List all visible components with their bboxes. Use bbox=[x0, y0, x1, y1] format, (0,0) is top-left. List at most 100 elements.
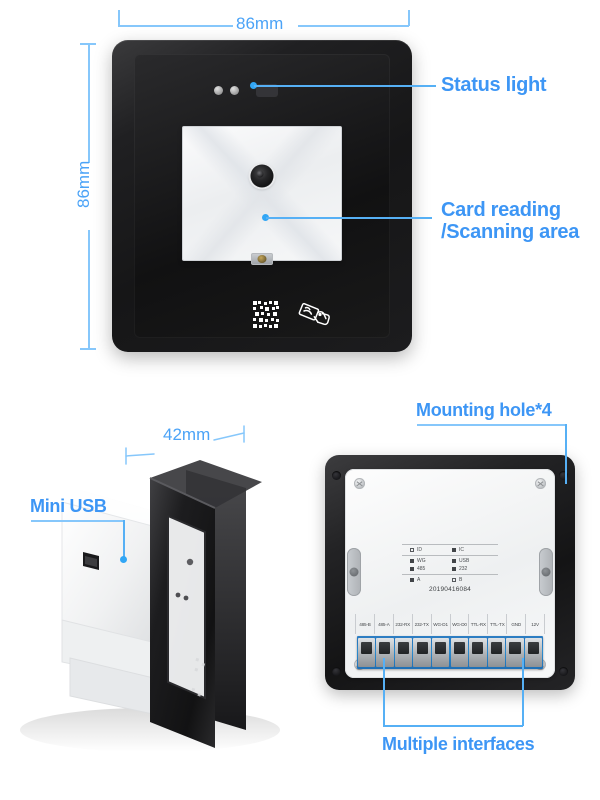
terminal-screw-3 bbox=[413, 638, 431, 667]
callout-mounting-hole: Mounting hole*4 bbox=[416, 400, 552, 420]
terminal-block-group: 485-B 485-A 232-RX 232-TX WG-D1 WG-D0 TT… bbox=[355, 614, 546, 672]
spec-option-usb-label: USB bbox=[459, 558, 470, 564]
device-back-view: ID IC WG USB bbox=[325, 455, 575, 690]
dim-tick-top-right bbox=[408, 10, 410, 26]
nfc-card-tap-icon bbox=[298, 302, 330, 326]
device-side-perspective-view bbox=[20, 460, 280, 752]
spec-option-usb: USB bbox=[452, 558, 490, 564]
spec-option-a: A bbox=[410, 577, 448, 583]
spec-row-1: ID IC bbox=[402, 546, 498, 554]
device-front-view bbox=[112, 40, 412, 352]
card-reading-scanning-area bbox=[182, 126, 342, 265]
checkbox-ic-icon bbox=[452, 548, 456, 552]
multiple-interfaces-leader-right bbox=[522, 658, 524, 726]
multiple-interfaces-leader-horizontal bbox=[383, 725, 523, 727]
terminal-labels-row: 485-B 485-A 232-RX 232-TX WG-D1 WG-D0 TT… bbox=[355, 614, 546, 634]
mini-usb-anchor-dot bbox=[120, 556, 127, 563]
spec-option-wg-label: WG bbox=[417, 558, 426, 564]
status-light-leader-line bbox=[254, 85, 436, 87]
checkbox-232-icon bbox=[452, 567, 456, 571]
terminal-screw-5 bbox=[450, 638, 468, 667]
status-light-anchor-dot bbox=[250, 82, 257, 89]
badge-icons-group bbox=[252, 300, 332, 330]
mounting-hole-top-right bbox=[559, 471, 568, 480]
mounting-hole-top-left bbox=[332, 471, 341, 480]
callout-status-light: Status light bbox=[441, 74, 547, 96]
callout-card-reading-area: Card reading /Scanning area bbox=[441, 199, 580, 244]
terminal-connector-block bbox=[357, 636, 543, 669]
mini-usb-leader-vertical bbox=[123, 520, 125, 560]
spec-option-485-label: 485 bbox=[417, 566, 426, 572]
mounting-hole-leader-vertical bbox=[565, 424, 567, 484]
dim-line-height-upper bbox=[88, 43, 90, 163]
spec-option-232-label: 232 bbox=[459, 566, 468, 572]
side-slot-right bbox=[539, 548, 553, 596]
terminal-screw-7 bbox=[487, 638, 506, 667]
checkbox-wg-icon bbox=[410, 559, 414, 563]
terminal-label-2: 232-RX bbox=[392, 614, 412, 634]
led-indicator-2-icon bbox=[230, 86, 239, 95]
terminal-label-7: TTL-TX bbox=[487, 614, 506, 634]
spec-option-485: 485 bbox=[410, 566, 448, 572]
card-reading-anchor-dot bbox=[262, 214, 269, 221]
spec-rule-1 bbox=[402, 555, 498, 556]
terminal-screw-8 bbox=[506, 638, 524, 667]
terminal-screw-6 bbox=[469, 638, 487, 667]
checkbox-usb-icon bbox=[452, 559, 456, 563]
specification-label: ID IC WG USB bbox=[402, 543, 498, 593]
terminal-label-5: WG-D0 bbox=[449, 614, 469, 634]
dim-line-height-lower bbox=[88, 230, 90, 349]
led-indicator-1-icon bbox=[214, 86, 223, 95]
dimension-depth-label: 42mm bbox=[163, 425, 211, 444]
spec-option-wg: WG bbox=[410, 558, 448, 564]
qr-code-icon bbox=[253, 301, 279, 328]
window-sensor-icon bbox=[251, 253, 273, 265]
spec-option-a-label: A bbox=[417, 577, 421, 583]
mini-usb-underline bbox=[31, 520, 124, 522]
screw-top-right bbox=[535, 478, 546, 489]
spec-option-b-label: B bbox=[459, 577, 463, 583]
side-slot-left bbox=[347, 548, 361, 596]
callout-mini-usb: Mini USB bbox=[30, 496, 107, 516]
dimension-depth-group bbox=[125, 425, 245, 465]
status-light-group bbox=[208, 84, 288, 97]
terminal-label-9: 12V bbox=[525, 614, 546, 634]
dim-line-width-left bbox=[118, 25, 233, 27]
terminal-label-8: GND bbox=[506, 614, 525, 634]
checkbox-485-icon bbox=[410, 567, 414, 571]
camera-lens-icon bbox=[250, 164, 274, 187]
mounting-hole-underline bbox=[417, 424, 567, 426]
checkbox-a-icon bbox=[410, 578, 414, 582]
dim-line-width-right bbox=[298, 25, 409, 27]
callout-multiple-interfaces: Multiple interfaces bbox=[382, 734, 535, 754]
spec-option-ic-label: IC bbox=[459, 547, 464, 553]
spec-option-id: ID bbox=[410, 547, 448, 553]
terminal-screw-1 bbox=[376, 638, 394, 667]
spec-rule-top bbox=[402, 544, 498, 545]
dimension-width-label: 86mm bbox=[236, 14, 284, 33]
back-plate: ID IC WG USB bbox=[345, 469, 555, 678]
terminal-label-0: 485-B bbox=[355, 614, 374, 634]
terminal-label-3: 232-TX bbox=[411, 614, 431, 634]
screw-top-left bbox=[354, 478, 365, 489]
spec-option-b: B bbox=[452, 577, 490, 583]
terminal-label-6: TTL-RX bbox=[468, 614, 487, 634]
spec-option-id-label: ID bbox=[417, 547, 422, 553]
terminal-screw-4 bbox=[431, 638, 450, 667]
multiple-interfaces-leader-left bbox=[383, 658, 385, 726]
terminal-label-1: 485-A bbox=[373, 614, 393, 634]
card-reading-leader-line bbox=[266, 217, 432, 219]
ambient-sensor-icon bbox=[256, 84, 278, 97]
terminal-screw-9 bbox=[524, 638, 543, 667]
checkbox-id-icon bbox=[410, 548, 414, 552]
terminal-screw-2 bbox=[394, 638, 413, 667]
spec-row-4: A B bbox=[402, 576, 498, 584]
spec-rule-2 bbox=[402, 574, 498, 575]
spec-row-2: WG USB bbox=[402, 557, 498, 565]
spec-option-232: 232 bbox=[452, 566, 490, 572]
mounting-hole-bottom-right bbox=[559, 667, 568, 676]
spec-option-ic: IC bbox=[452, 547, 490, 553]
mounting-hole-bottom-left bbox=[332, 667, 341, 676]
terminal-screw-0 bbox=[357, 638, 375, 667]
